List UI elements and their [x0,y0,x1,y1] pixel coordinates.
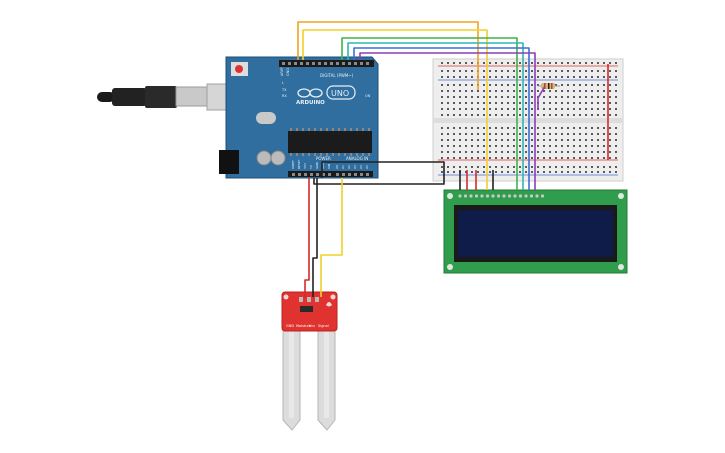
aref-label: AREF [280,67,284,76]
analog-pin-label: A2 [347,165,351,169]
arduino-brand-label: ARDUINO [296,100,325,106]
wire-purple [359,52,536,190]
lcd-16x2-module [443,189,628,274]
gnd-label: GND [286,68,290,76]
breadboard [432,58,624,182]
wire-black-gnd-top [321,161,433,178]
arduino-uno-board: DIGITAL (PWM~) AREF GND ARDUINO UNO TX R… [219,56,379,179]
sensor-vcc-label: Vcc [309,324,315,328]
power-pin-label: GND [315,161,319,169]
power-pin-label: GND [321,161,325,169]
uno-label: UNO [331,89,349,98]
lcd-screen [458,210,613,257]
power-pin-label: RESET [297,159,301,169]
on-label: ON [365,94,371,98]
arduino-infinity-logo [297,88,323,98]
wire-red-sensor [304,178,310,297]
sensor-signal-label: Signal [318,324,329,328]
wire-green [341,37,518,190]
wire-yellow [302,29,488,190]
tx-label: TX [281,88,287,92]
analog-pin-label: A0 [335,165,339,169]
wire-blue [353,47,530,190]
power-pin-label: VIN [327,164,331,169]
sensor-moisture-label: Moisture [296,324,311,328]
power-label: POWER [316,156,331,161]
power-pin-label: 5V [309,164,313,169]
rx-label: RX [282,94,287,98]
wire-orange [297,21,479,90]
analog-pin-label: A5 [365,165,369,169]
power-pin-label: IOREF [291,160,295,169]
lcd-pin-header [458,194,545,198]
breadboard-holes [441,62,617,173]
wire-yellow-sensor [320,178,343,297]
usb-cable [97,83,230,111]
analog-in-label: ANALOG IN [346,156,368,161]
analog-pin-label: A1 [341,165,345,169]
power-pin-label: 3V3 [303,163,307,169]
wire-purple-resistor [537,85,546,110]
soil-moisture-sensor: GND Moisture Vcc Signal [281,291,338,431]
wire-black-sensor [312,178,318,297]
analog-pin-label: A4 [359,165,363,169]
wires [297,21,609,297]
sensor-gnd-label: GND [286,324,294,328]
l-label: L [282,81,284,85]
wire-black-gnd-breadboard [313,161,445,185]
analog-pin-label: A3 [353,165,357,169]
digital-pwm-label: DIGITAL (PWM~) [320,73,354,78]
wire-teal [347,42,524,190]
